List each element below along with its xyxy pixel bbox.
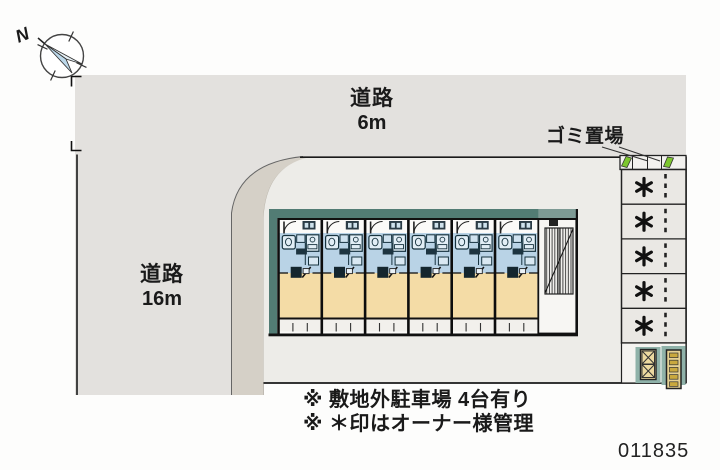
note-line: ※ ＊印はオーナー様管理 — [303, 413, 534, 435]
garbage-area-label: ゴミ置場 — [546, 126, 625, 147]
road-label-left: 道路 16m — [119, 262, 205, 312]
owner-managed-asterisk — [635, 246, 653, 267]
parking-area — [619, 154, 687, 390]
road-area — [75, 75, 686, 395]
unit-plan — [406, 218, 453, 335]
garbage-station — [619, 154, 687, 171]
apartment-building — [268, 209, 578, 337]
boundary-corner-mark — [70, 141, 82, 152]
staircase — [537, 218, 578, 335]
owner-managed-asterisk — [635, 176, 653, 198]
owner-managed-asterisk — [635, 211, 653, 232]
note-line: ※ 敷地外駐車場 4台有り — [303, 389, 532, 411]
compass-icon — [37, 31, 87, 81]
road-label-top: 道路 6m — [329, 86, 415, 136]
garbage-mark — [662, 156, 675, 168]
plan-notes: ※ 敷地外駐車場 4台有り ※ ＊印はオーナー様管理 — [303, 388, 534, 436]
unit-plan — [492, 218, 540, 335]
unit-plan — [276, 218, 323, 335]
road-name: 道路 — [350, 87, 394, 110]
boundary-corner-mark — [70, 75, 82, 87]
curb-band — [231, 156, 308, 395]
plan-number: 011835 — [618, 440, 690, 462]
garbage-leader-line — [601, 146, 649, 162]
unit-row — [276, 218, 540, 335]
road-name: 道路 — [140, 263, 184, 286]
unit-plan — [449, 218, 496, 335]
bicycle-rack — [635, 347, 661, 383]
parking-stalls — [620, 168, 687, 344]
unit-plan — [362, 218, 410, 335]
unit-plan — [319, 218, 367, 335]
utility-structure — [661, 346, 686, 390]
road-width: 16m — [141, 288, 183, 310]
owner-managed-asterisk — [635, 281, 653, 302]
owner-managed-asterisk — [635, 315, 653, 336]
owner-managed-marks — [635, 176, 653, 336]
garbage-leader-line — [618, 146, 661, 162]
garbage-mark — [620, 156, 633, 168]
road-width: 6m — [357, 112, 387, 134]
